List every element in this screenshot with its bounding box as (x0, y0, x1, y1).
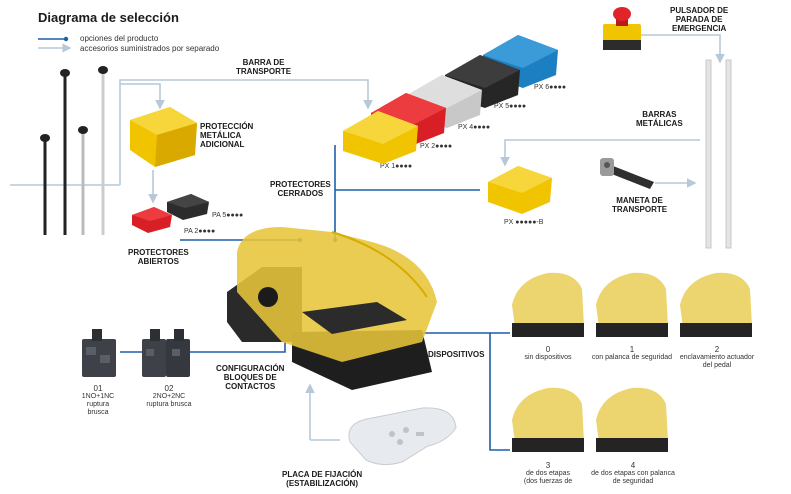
code-pxb: PX ●●●●●-B (504, 219, 544, 226)
legend-accessories: accesorios suministrados por separado (80, 44, 220, 53)
device-2-icon (680, 272, 752, 337)
device-4-icon (596, 387, 668, 452)
red-open-guard-icon (132, 207, 172, 233)
label-dispositivos: DISPOSITIVOS (428, 350, 485, 359)
label-placa: PLACA DE FIJACIÓN(ESTABILIZACIÓN) (282, 470, 363, 488)
code-pa5: PA 5●●●● (212, 212, 244, 219)
foot-switch-icon (227, 227, 437, 390)
device-1-icon (596, 272, 668, 337)
code-px1: PX 1●●●● (380, 163, 413, 170)
contact-02: 02 2NO+2NC ruptura brusca (146, 384, 192, 409)
contact-01: 01 1NO+1NC ruptura brusca (81, 384, 115, 417)
page-title: Diagrama de selección (38, 10, 179, 25)
contact-block-01-icon (82, 329, 116, 377)
metal-guard-icon (130, 107, 197, 167)
device-0-icon (512, 272, 584, 337)
emergency-button-icon (603, 7, 641, 50)
code-px4: PX 4●●●● (458, 124, 491, 131)
device-3-icon (512, 387, 584, 452)
transport-bar-icon (40, 66, 108, 235)
code-px2: PX 2●●●● (420, 143, 453, 150)
contact-block-02-icon (142, 329, 190, 377)
fixing-plate-icon (348, 407, 457, 466)
metal-bars-icon (705, 59, 732, 249)
code-px6: PX 6●●●● (534, 84, 567, 91)
legend-product-options: opciones del producto (80, 34, 159, 43)
black-open-guard-icon (167, 194, 209, 220)
transport-handle-icon (600, 158, 654, 189)
code-px5: PX 5●●●● (494, 103, 527, 110)
yellow-guard-icon (343, 111, 418, 164)
code-pa2: PA 2●●●● (184, 228, 216, 235)
yellow-guard-b-icon (488, 166, 552, 214)
